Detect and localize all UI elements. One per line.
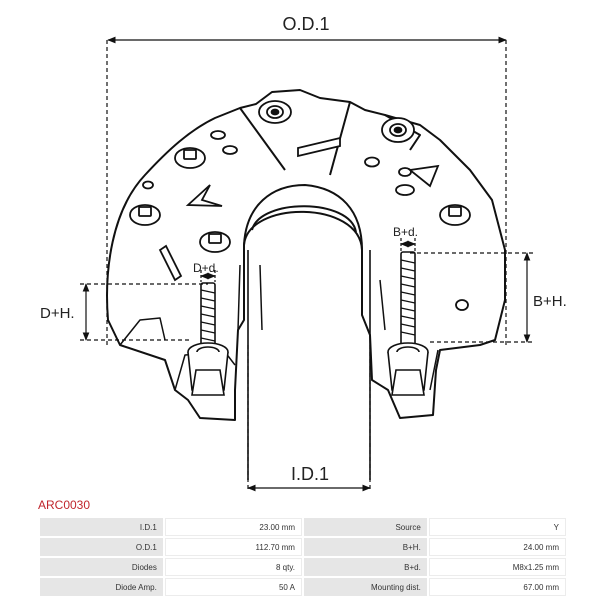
terminal-bosses	[129, 100, 471, 311]
table-row: I.D.1 23.00 mm Source Y	[40, 518, 566, 536]
spec-value: 112.70 mm	[164, 538, 302, 556]
dd-dimension	[200, 270, 216, 282]
spec-value: 23.00 mm	[164, 518, 302, 536]
od1-dimension	[106, 36, 507, 345]
spec-value: 24.00 mm	[428, 538, 566, 556]
bh-label: B+H.	[533, 293, 567, 310]
spec-label: Source	[303, 518, 427, 536]
spec-value: Y	[428, 518, 566, 536]
spec-value: 67.00 mm	[428, 578, 566, 596]
spec-label: O.D.1	[40, 538, 163, 556]
bd-label: B+d.	[393, 225, 418, 239]
bd-dimension	[400, 238, 416, 251]
rectifier-technical-drawing: O.D.1 I.D.1 D+H. D+d. B+H. B+d.	[40, 14, 567, 492]
spec-label: I.D.1	[40, 518, 163, 536]
dh-label: D+H.	[40, 305, 75, 322]
id1-label: I.D.1	[291, 464, 329, 484]
rectifier-body	[106, 89, 506, 480]
spec-label: Diodes	[40, 558, 163, 576]
left-mounting-stud	[187, 282, 229, 396]
spec-label: Diode Amp.	[40, 578, 163, 596]
bh-dimension	[410, 252, 533, 343]
table-row: O.D.1 112.70 mm B+H. 24.00 mm	[40, 538, 566, 556]
part-code: ARC0030	[38, 498, 91, 512]
spec-value: 50 A	[164, 578, 302, 596]
table-row: Diode Amp. 50 A Mounting dist. 67.00 mm	[40, 578, 566, 596]
spec-value: M8x1.25 mm	[428, 558, 566, 576]
id1-dimension	[247, 345, 371, 492]
right-mounting-stud	[387, 251, 429, 396]
specs-table: I.D.1 23.00 mm Source Y O.D.1 112.70 mm …	[38, 516, 568, 598]
spec-label: B+d.	[303, 558, 427, 576]
spec-label: Mounting dist.	[303, 578, 427, 596]
table-row: Diodes 8 qty. B+d. M8x1.25 mm	[40, 558, 566, 576]
spec-label: B+H.	[303, 538, 427, 556]
od1-label: O.D.1	[282, 14, 329, 34]
dd-label: D+d.	[193, 261, 219, 275]
spec-value: 8 qty.	[164, 558, 302, 576]
dh-dimension	[80, 283, 208, 341]
